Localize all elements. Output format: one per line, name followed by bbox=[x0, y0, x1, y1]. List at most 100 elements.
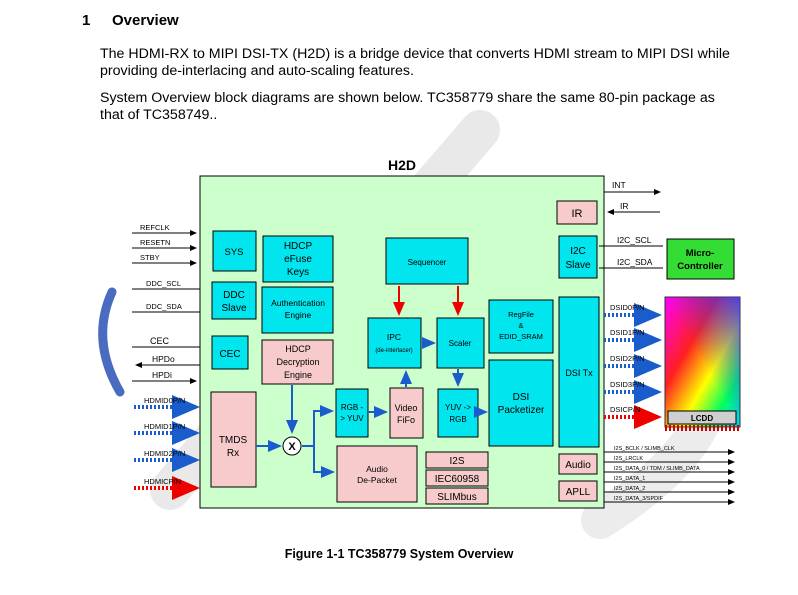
auth-l1: Authentication bbox=[271, 298, 325, 308]
yuv-rgb-block bbox=[437, 388, 479, 438]
sig-hdmicp: HDMICP/N bbox=[144, 477, 181, 486]
micro-l2: Controller bbox=[677, 261, 723, 272]
dsi-packetizer-block bbox=[488, 359, 554, 447]
cec-block bbox=[211, 335, 249, 370]
rgb-yuv-l2: > YUV bbox=[340, 414, 364, 423]
fifo-l1: Video bbox=[395, 403, 418, 413]
sig-hpdo: HPDo bbox=[152, 354, 175, 364]
hdcp-keys-l3: Keys bbox=[287, 267, 309, 278]
audio-label: Audio bbox=[565, 460, 591, 471]
sig-i2s-data0: I2S_DATA_0 / TDM / SLIMB_DATA bbox=[614, 466, 700, 472]
sig-ddc-scl: DDC_SCL bbox=[146, 279, 181, 288]
sig-dsid1: DSID1P/N bbox=[610, 328, 645, 337]
sig-i2c-scl: I2C_SCL bbox=[617, 235, 652, 245]
yuv-rgb-l2: RGB bbox=[449, 415, 466, 424]
sig-i2s-bclk: I2S_BCLK / SLIMB_CLK bbox=[614, 446, 675, 452]
sig-dsid2: DSID2P/N bbox=[610, 354, 645, 363]
audio-depacket-l1: Audio bbox=[366, 464, 388, 474]
hdcp-dec-l1: HDCP bbox=[285, 344, 311, 354]
i2c-slave-block bbox=[558, 235, 598, 279]
dsi-tx-block bbox=[558, 296, 600, 448]
sig-stby: STBY bbox=[140, 253, 160, 262]
ddc-slave-block bbox=[211, 281, 257, 320]
ddc-l2: Slave bbox=[221, 303, 246, 314]
lcdd-block bbox=[667, 410, 737, 425]
sys-label: SYS bbox=[224, 247, 243, 258]
i2c-l2: Slave bbox=[565, 260, 590, 271]
sig-i2s-data2: I2S_DATA_2 bbox=[614, 486, 645, 492]
ir-block bbox=[556, 200, 598, 225]
fifo-l2: FiFo bbox=[397, 415, 415, 425]
audio-depacket-block bbox=[336, 445, 418, 503]
mixer-label: X bbox=[288, 441, 296, 453]
sig-ddc-sda: DDC_SDA bbox=[146, 302, 182, 311]
section-heading: 1 Overview bbox=[82, 12, 179, 29]
figure-caption: Figure 1-1 TC358779 System Overview bbox=[284, 547, 514, 561]
mixer-node bbox=[282, 436, 302, 456]
micro-l1: Micro- bbox=[686, 248, 715, 259]
cec-label: CEC bbox=[219, 349, 240, 360]
i2c-l1: I2C bbox=[570, 246, 586, 257]
auth-l2: Engine bbox=[285, 310, 312, 320]
sig-i2s-data3: I2S_DATA_3/SPDIF bbox=[614, 496, 664, 502]
sig-hdmid2: HDMID2P/N bbox=[144, 449, 185, 458]
microcontroller-block bbox=[666, 238, 735, 280]
overview-paragraph-2: System Overview block diagrams are shown… bbox=[100, 90, 715, 123]
auth-engine-block bbox=[261, 286, 334, 334]
tmds-l2: Rx bbox=[227, 448, 239, 459]
tmds-rx-block bbox=[210, 391, 257, 488]
section-number: 1 bbox=[82, 12, 91, 29]
slimbus-block bbox=[425, 487, 489, 505]
section-title: Overview bbox=[112, 12, 179, 29]
sig-dsid0: DSID0P/N bbox=[610, 303, 645, 312]
hdmi-cable-icon bbox=[98, 287, 125, 397]
sig-dsid3: DSID3P/N bbox=[610, 380, 645, 389]
hdcp-decryption-block bbox=[261, 339, 334, 385]
iec-label: IEC60958 bbox=[435, 474, 480, 485]
slimbus-label: SLIMbus bbox=[437, 492, 476, 503]
i2s-label: I2S bbox=[449, 456, 464, 467]
audio-block bbox=[558, 453, 598, 475]
sequencer-block bbox=[385, 237, 469, 285]
regfile-block bbox=[488, 299, 554, 354]
video-fifo-block bbox=[389, 387, 424, 439]
apll-block bbox=[558, 480, 598, 502]
i2s-block bbox=[425, 451, 489, 469]
sig-int: INT bbox=[612, 180, 626, 190]
chip-title: H2D bbox=[388, 157, 416, 173]
sig-refclk: REFCLK bbox=[140, 223, 170, 232]
audio-depacket-l2: De-Packet bbox=[357, 475, 397, 485]
ir-label: IR bbox=[572, 208, 583, 220]
sig-i2s-data1: I2S_DATA_1 bbox=[614, 476, 645, 482]
lcdd-label: LCDD bbox=[691, 414, 713, 423]
tmds-l1: TMDS bbox=[219, 435, 248, 446]
ipc-block bbox=[367, 317, 422, 369]
sig-dsicp: DSICP/N bbox=[610, 405, 640, 414]
dsi-pkt-l2: Packetizer bbox=[498, 405, 545, 416]
sig-ir: IR bbox=[620, 201, 629, 211]
overview-paragraph-1: The HDMI-RX to MIPI DSI-TX (H2D) is a br… bbox=[100, 46, 730, 79]
hdcp-dec-l3: Engine bbox=[284, 370, 312, 380]
dsi-pkt-l1: DSI bbox=[513, 392, 530, 403]
hdcp-dec-l2: Decryption bbox=[276, 357, 319, 367]
scaler-label: Scaler bbox=[449, 339, 472, 348]
hdcp-efuse-block bbox=[262, 235, 334, 283]
ipc-l1: IPC bbox=[387, 332, 401, 342]
yuv-rgb-l1: YUV -> bbox=[445, 403, 471, 412]
hdcp-keys-l2: eFuse bbox=[284, 254, 312, 265]
sig-i2c-sda: I2C_SDA bbox=[617, 257, 653, 267]
sig-cec: CEC bbox=[150, 336, 170, 346]
sig-hdmid0: HDMID0P/N bbox=[144, 396, 185, 405]
rgb-yuv-l1: RGB - bbox=[341, 403, 364, 412]
iec60958-block bbox=[425, 469, 489, 487]
sig-resetn: RESETN bbox=[140, 238, 170, 247]
regfile-l3: EDID_SRAM bbox=[499, 332, 543, 341]
dsi-tx-label: DSI Tx bbox=[565, 368, 593, 378]
rgb-yuv-block bbox=[335, 388, 369, 438]
sequencer-label: Sequencer bbox=[408, 258, 447, 267]
ddc-l1: DDC bbox=[223, 290, 245, 301]
hdcp-keys-l1: HDCP bbox=[284, 241, 313, 252]
sig-hpdi: HPDi bbox=[152, 370, 172, 380]
apll-label: APLL bbox=[566, 487, 591, 498]
sig-hdmid1: HDMID1P/N bbox=[144, 422, 185, 431]
